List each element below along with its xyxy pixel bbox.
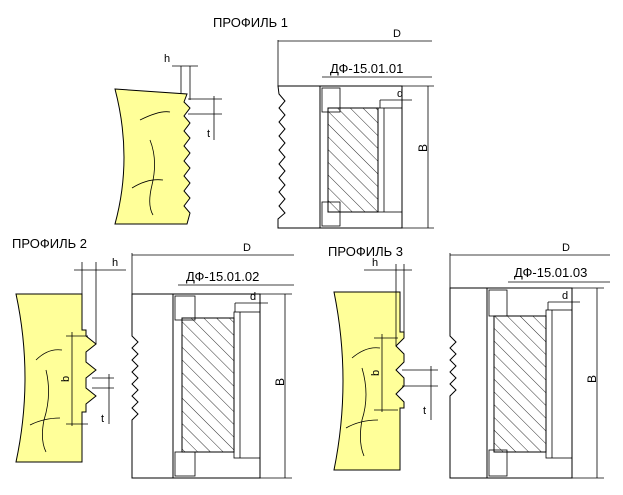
profile-1-B-label: B [416, 144, 430, 152]
profile-2-hatched-section [181, 317, 235, 453]
profile-1-D-label: D [393, 28, 401, 40]
profile-3-hatched-section [493, 315, 547, 453]
profile-3-d-label: d [562, 290, 568, 302]
profile-3-D-label: D [562, 242, 570, 254]
profile-1-group: ПРОФИЛЬ 1 h t D ДФ-15.01.01 d [114, 15, 434, 229]
profile-1-hatched-section [327, 107, 379, 213]
profile-3-b-label: b [370, 370, 382, 376]
profile-3-group: ПРОФИЛЬ 3 h b t D ДФ-15.01.03 [328, 242, 610, 479]
profile-2-t-label: t [101, 413, 104, 425]
profile-1-workpiece [114, 88, 191, 225]
profile-2-group: ПРОФИЛЬ 2 h b t D ДФ-15.01.02 [12, 236, 294, 479]
profile-3-grain-lines [345, 347, 381, 457]
profile-3-workpiece [333, 291, 405, 471]
profile-2-D-label: D [243, 242, 251, 254]
profile-2-h-label: h [112, 257, 118, 269]
profile-1-code: ДФ-15.01.01 [330, 61, 403, 76]
profile-1-d-label: d [397, 88, 403, 100]
profile-3-B-label: B [585, 375, 599, 383]
profile-2-b-label: b [60, 376, 72, 382]
profile-3-title: ПРОФИЛЬ 3 [328, 244, 403, 259]
profile-2-grain-lines [29, 349, 63, 453]
profile-2-workpiece [15, 293, 97, 463]
profile-3-h-label: h [372, 257, 378, 269]
profile-2-code: ДФ-15.01.02 [186, 269, 259, 284]
profile-1-t-label: t [207, 128, 210, 140]
profile-2-d-label: d [250, 291, 256, 303]
profile-1-title: ПРОФИЛЬ 1 [213, 15, 288, 30]
profile-2-title: ПРОФИЛЬ 2 [12, 236, 87, 251]
profile-3-code: ДФ-15.01.03 [514, 265, 587, 280]
profile-3-t-label: t [423, 405, 426, 417]
profile-1-grain-lines [131, 111, 171, 216]
profile-1-h-label: h [164, 53, 170, 65]
profile-2-B-label: B [273, 378, 287, 386]
